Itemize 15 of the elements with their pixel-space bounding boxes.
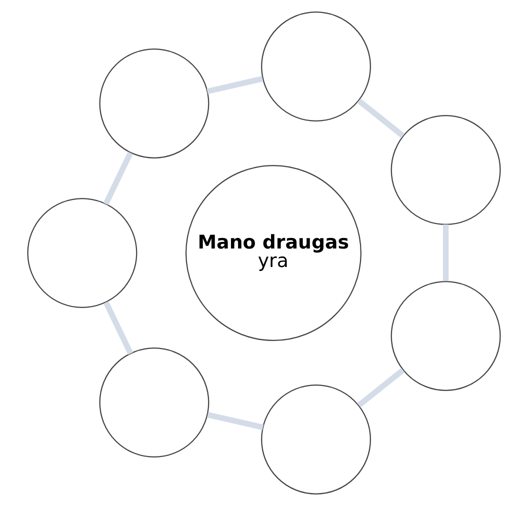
node-circle xyxy=(261,12,372,122)
node-circle xyxy=(27,198,138,308)
connector xyxy=(207,412,264,430)
node-circle: Mano draugas yra xyxy=(185,165,362,342)
connector xyxy=(357,368,405,408)
node-circle xyxy=(390,280,501,391)
node-circle xyxy=(99,48,210,158)
connector xyxy=(442,224,449,282)
node-circle xyxy=(390,115,501,226)
connector xyxy=(103,152,134,206)
connector xyxy=(103,301,134,355)
node-circle xyxy=(99,348,210,458)
connector xyxy=(206,76,264,94)
connector xyxy=(357,98,405,138)
node-circle xyxy=(261,384,372,494)
